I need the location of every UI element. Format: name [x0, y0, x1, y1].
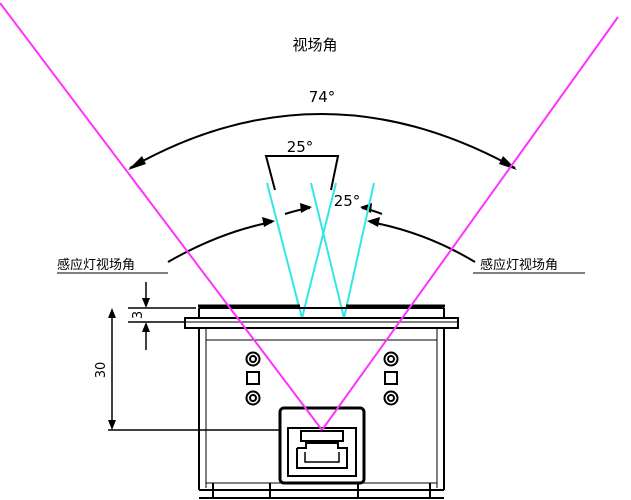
sensor-right-line-b	[343, 182, 375, 319]
camera-field-line-left	[0, 2, 323, 431]
led-left-top	[245, 351, 261, 367]
leader-line-left	[167, 221, 273, 263]
sensor-right-label: 感应灯视场角	[480, 257, 558, 273]
sensor-right-angle-label: 25°	[334, 192, 361, 210]
led-right-top	[383, 351, 399, 367]
leader-arrow-right	[367, 217, 380, 227]
led-right-bottom-inner	[387, 394, 395, 402]
led-right-middle	[384, 371, 398, 385]
camera-module	[278, 406, 366, 485]
led-left-middle	[246, 371, 260, 385]
camera-module-lens-frame	[300, 430, 344, 442]
led-stack-right	[383, 351, 399, 406]
outer-angle-arc	[129, 113, 516, 169]
leader-arrow-left	[262, 217, 275, 227]
outer-arc-arrow-right	[499, 156, 517, 170]
device-housing	[184, 304, 459, 499]
device-flange	[184, 317, 459, 329]
sensor-field-lines	[266, 182, 375, 319]
led-stack-left	[245, 351, 261, 406]
camera-module-outer	[278, 406, 366, 485]
led-left-bottom	[245, 390, 261, 406]
outer-arc-arrow-left	[128, 156, 146, 170]
led-left-top-inner	[249, 355, 257, 363]
dim-height-arrow-bottom	[108, 420, 116, 430]
sensor-left-label: 感应灯视场角	[57, 257, 135, 273]
led-right-bottom	[383, 390, 399, 406]
camera-field-line-right	[321, 16, 619, 431]
sensor-left-line-a	[266, 182, 303, 319]
sensor-right-line-a	[310, 182, 345, 319]
rj45-port-inner	[304, 452, 340, 463]
leader-line-right	[369, 221, 476, 263]
dimension-height	[108, 308, 280, 431]
sensor-left-angle-bracket	[264, 155, 340, 191]
diagram-title: 视场角	[292, 36, 337, 54]
dimension-height-label: 30	[94, 362, 109, 379]
camera-field-lines	[0, 2, 619, 431]
dimension-top-gap	[128, 282, 196, 350]
dim-top-arrow-lower	[142, 322, 150, 332]
dimension-top-gap-label: 3	[131, 311, 146, 319]
outer-angle-label: 74°	[309, 88, 336, 106]
dim-top-arrow-upper	[142, 298, 150, 308]
sensor-left-angle-label: 25°	[287, 138, 314, 156]
sensor-left-line-b	[301, 182, 337, 319]
camera-module-inner	[287, 427, 357, 477]
rj45-port-icon	[296, 442, 348, 469]
led-left-bottom-inner	[249, 394, 257, 402]
led-right-top-inner	[387, 355, 395, 363]
sensor-angle-arrowhead-left	[300, 203, 312, 213]
dim-height-arrow-top	[108, 308, 116, 318]
